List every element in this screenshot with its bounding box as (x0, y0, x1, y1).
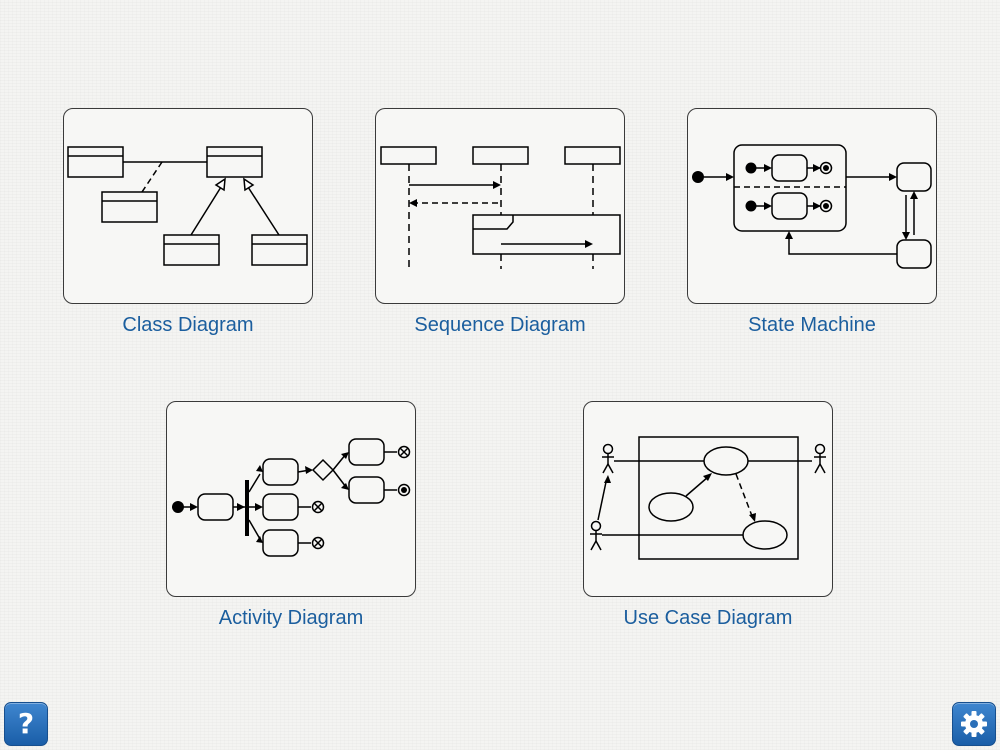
class-diagram-thumbnail (63, 108, 313, 304)
settings-button[interactable] (952, 702, 996, 746)
class-diagram-label[interactable]: Class Diagram (122, 314, 254, 336)
help-button[interactable]: ? (4, 702, 48, 746)
activity-diagram-label[interactable]: Activity Diagram (218, 607, 364, 629)
use-case-diagram-tile[interactable]: Use Case Diagram (583, 401, 833, 629)
activity-diagram-thumbnail (166, 401, 416, 597)
activity-diagram-illustration (172, 438, 411, 557)
sequence-diagram-label[interactable]: Sequence Diagram (414, 314, 586, 336)
question-mark-icon: ? (17, 707, 35, 740)
use-case-diagram-thumbnail (583, 401, 833, 597)
state-machine-illustration (692, 144, 932, 269)
use-case-diagram-label[interactable]: Use Case Diagram (623, 607, 793, 629)
state-machine-tile[interactable]: State Machine (687, 108, 937, 336)
sequence-diagram-illustration (380, 146, 621, 269)
sequence-diagram-thumbnail (375, 108, 625, 304)
class-diagram-illustration (67, 146, 308, 266)
class-diagram-tile[interactable]: Class Diagram (63, 108, 313, 336)
use-case-diagram-illustration (590, 436, 826, 560)
gear-icon (961, 711, 987, 737)
state-machine-thumbnail (687, 108, 937, 304)
sequence-diagram-tile[interactable]: Sequence Diagram (375, 108, 625, 336)
state-machine-label[interactable]: State Machine (748, 314, 876, 336)
activity-diagram-tile[interactable]: Activity Diagram (166, 401, 416, 629)
